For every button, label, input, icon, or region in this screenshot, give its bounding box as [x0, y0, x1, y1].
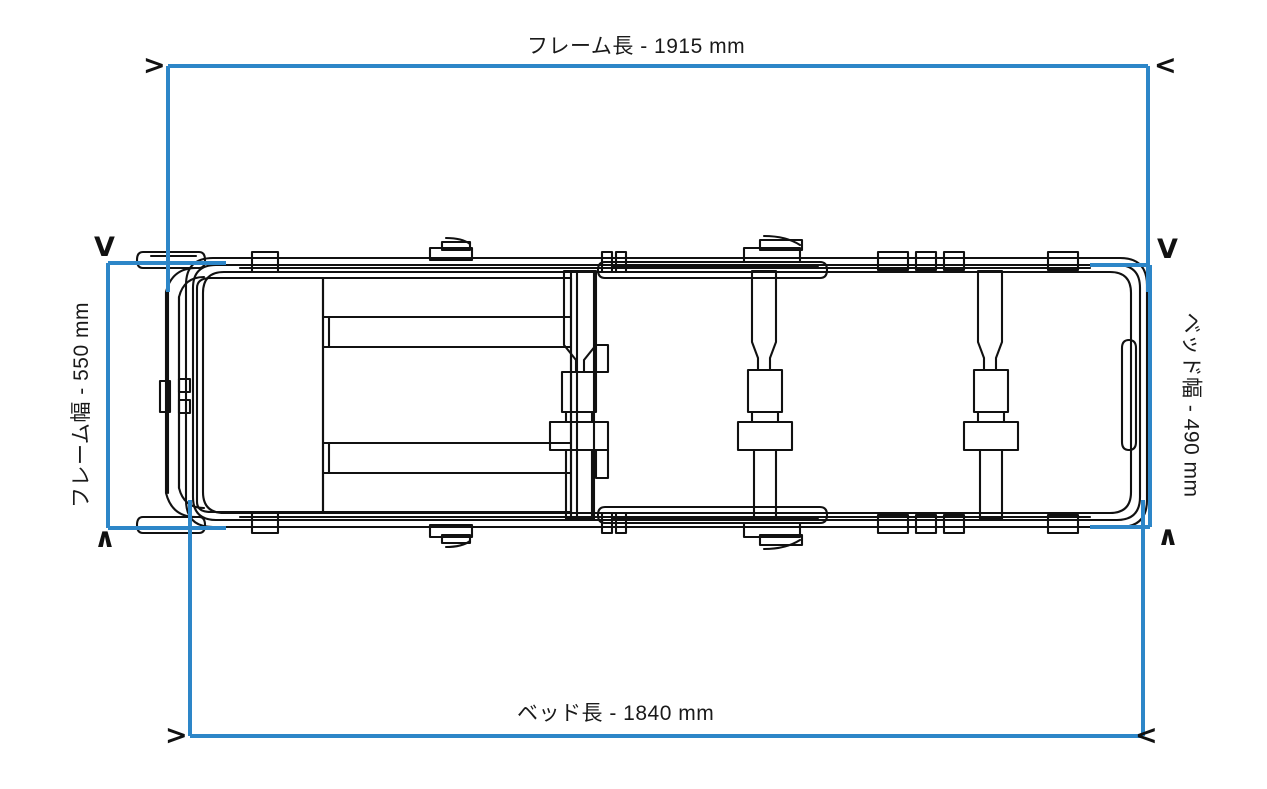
frame-width-start-arrow-icon: V: [94, 232, 115, 263]
dimension-label-bed-width: ベッド幅 - 490 mm: [1179, 312, 1203, 498]
bed-width-end-arrow-icon: ∧: [1157, 521, 1179, 552]
frame-width-end-arrow-icon: ∧: [94, 523, 116, 554]
bed-length-end-arrow-icon: <: [1135, 720, 1158, 751]
frame-length-start-arrow-icon: >: [143, 50, 166, 81]
dim-frame-length-bracket: [166, 64, 1150, 292]
dimension-label-frame-width: フレーム幅 - 550 mm: [69, 302, 93, 508]
dimension-label-frame-length: フレーム長 - 1915 mm: [527, 35, 746, 58]
frame-length-end-arrow-icon: <: [1154, 50, 1177, 81]
head-handle-grip: [158, 377, 192, 415]
side-rail-lower: [596, 505, 829, 525]
dimension-label-bed-length: ベッド長 - 1840 mm: [517, 702, 715, 725]
top-rail-hardware: [238, 234, 1092, 274]
bed-length-start-arrow-icon: >: [165, 720, 188, 751]
restraint-strap-1: [548, 269, 610, 521]
dim-frame-width-bracket: [106, 261, 226, 530]
inner-frame-tube: [201, 270, 1133, 515]
side-rail-right: [1120, 338, 1138, 452]
restraint-strap-2: [736, 269, 794, 521]
dim-bed-width-bracket: [1090, 263, 1152, 529]
bed-width-start-arrow-icon: V: [1157, 234, 1178, 265]
restraint-strap-3: [962, 269, 1020, 521]
side-rail-upper: [596, 260, 829, 280]
dim-bed-length-bracket: [188, 500, 1145, 738]
head-caster-top: [135, 250, 207, 270]
bottom-rail-hardware: [238, 511, 1092, 551]
